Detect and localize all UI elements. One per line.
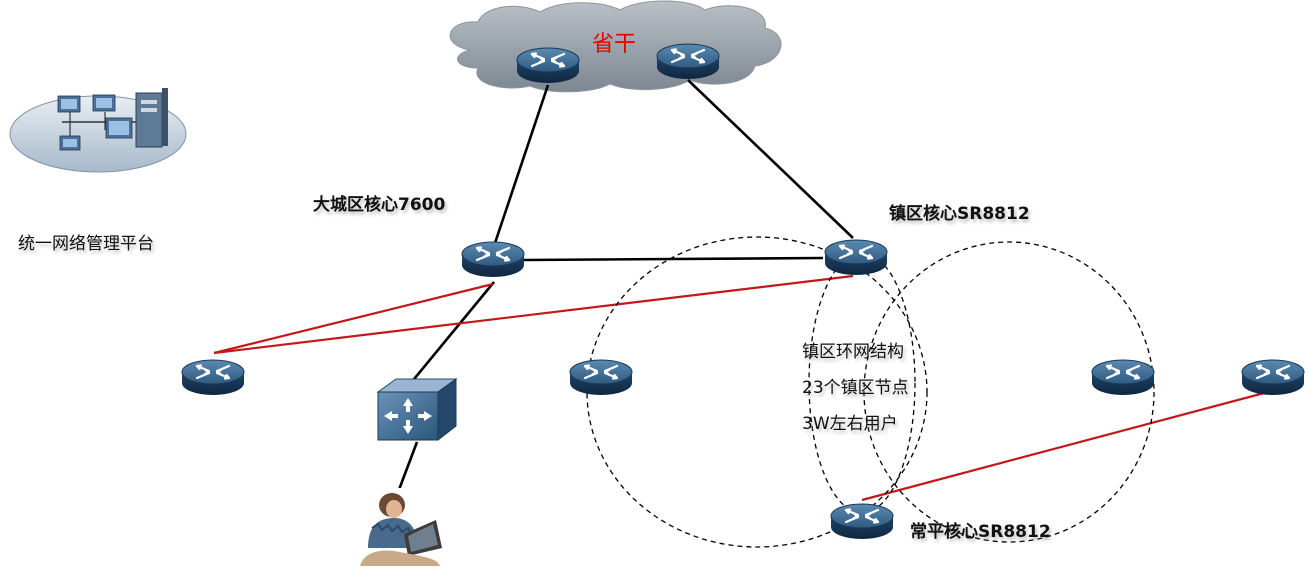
core-city-label: 大城区核心7600 [313, 195, 446, 215]
router-icon [655, 42, 721, 81]
core-links [395, 79, 854, 496]
router-icon [823, 238, 889, 277]
access-links [213, 274, 1269, 502]
network-management-icon [9, 88, 187, 173]
backbone-label: 省干 [592, 32, 637, 57]
nms-label: 统一网络管理平台 [18, 234, 154, 254]
router-icon [180, 358, 246, 397]
link-backbone-town [687, 79, 854, 239]
layer3-switch-icon [376, 378, 458, 442]
router-icon [1240, 358, 1306, 397]
link-changping-right [861, 390, 1269, 502]
router-icon [515, 46, 581, 85]
link-switch-user [395, 441, 419, 496]
ring-right [863, 241, 1155, 543]
ring-left [586, 236, 928, 548]
ring-users-label: 3W左右用户 [802, 414, 898, 434]
core-town-label: 镇区核心SR8812 [889, 204, 1030, 224]
router-icon [829, 502, 895, 541]
link-city-town [523, 256, 824, 262]
router-icon [1090, 358, 1156, 397]
laptop-user-icon [358, 488, 442, 566]
link-left-city [213, 282, 494, 355]
ring-structure-label: 镇区环网结构 [802, 342, 904, 362]
ring-nodes-label: 23个镇区节点 [802, 378, 909, 398]
core-changping-label: 常平核心SR8812 [910, 522, 1051, 542]
link-city-switch [408, 281, 496, 385]
link-backbone-city [492, 84, 550, 247]
router-icon [460, 240, 526, 279]
router-icon [568, 358, 634, 397]
link-left-town [213, 274, 854, 355]
